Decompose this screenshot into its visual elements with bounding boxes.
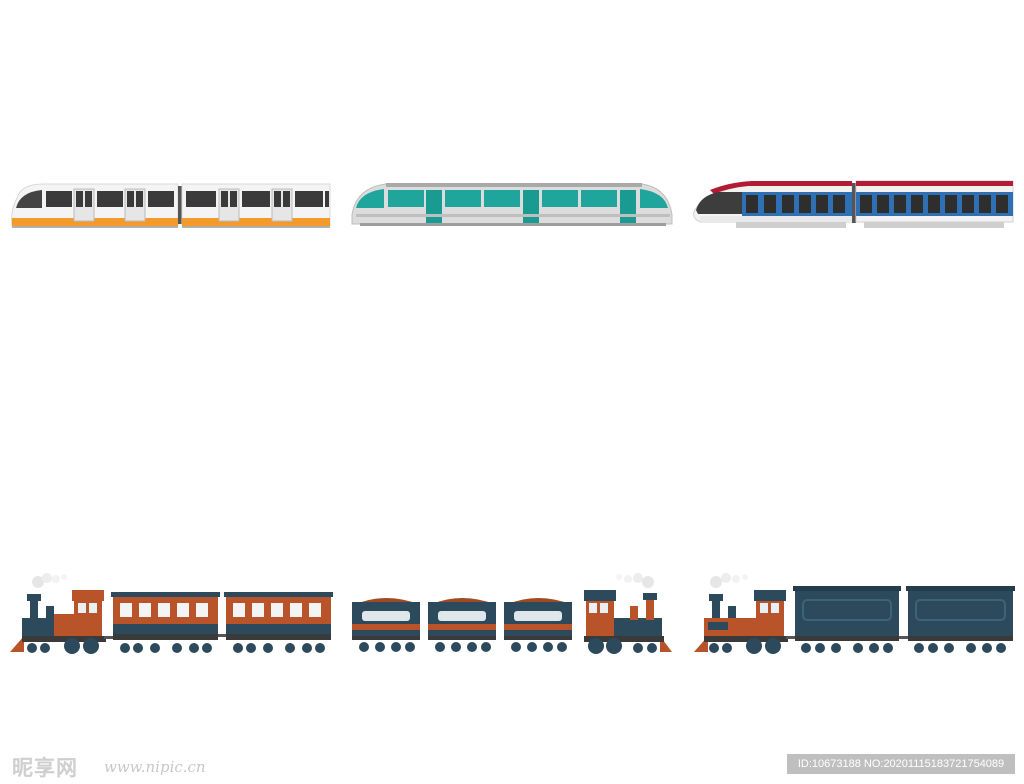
orange-metro-train xyxy=(11,183,331,228)
steam-passenger-train xyxy=(10,573,333,654)
steam-coal-train xyxy=(352,573,672,654)
steam-freight-train xyxy=(694,573,1015,654)
image-id-label: ID:10673188 NO:20201115183721754089 xyxy=(787,754,1015,774)
teal-monorail-train xyxy=(351,183,673,226)
watermark-url: www.nipic.cn xyxy=(104,758,206,776)
watermark-logo: 昵享网 xyxy=(12,755,78,780)
red-blue-bullet-train xyxy=(693,180,1014,228)
